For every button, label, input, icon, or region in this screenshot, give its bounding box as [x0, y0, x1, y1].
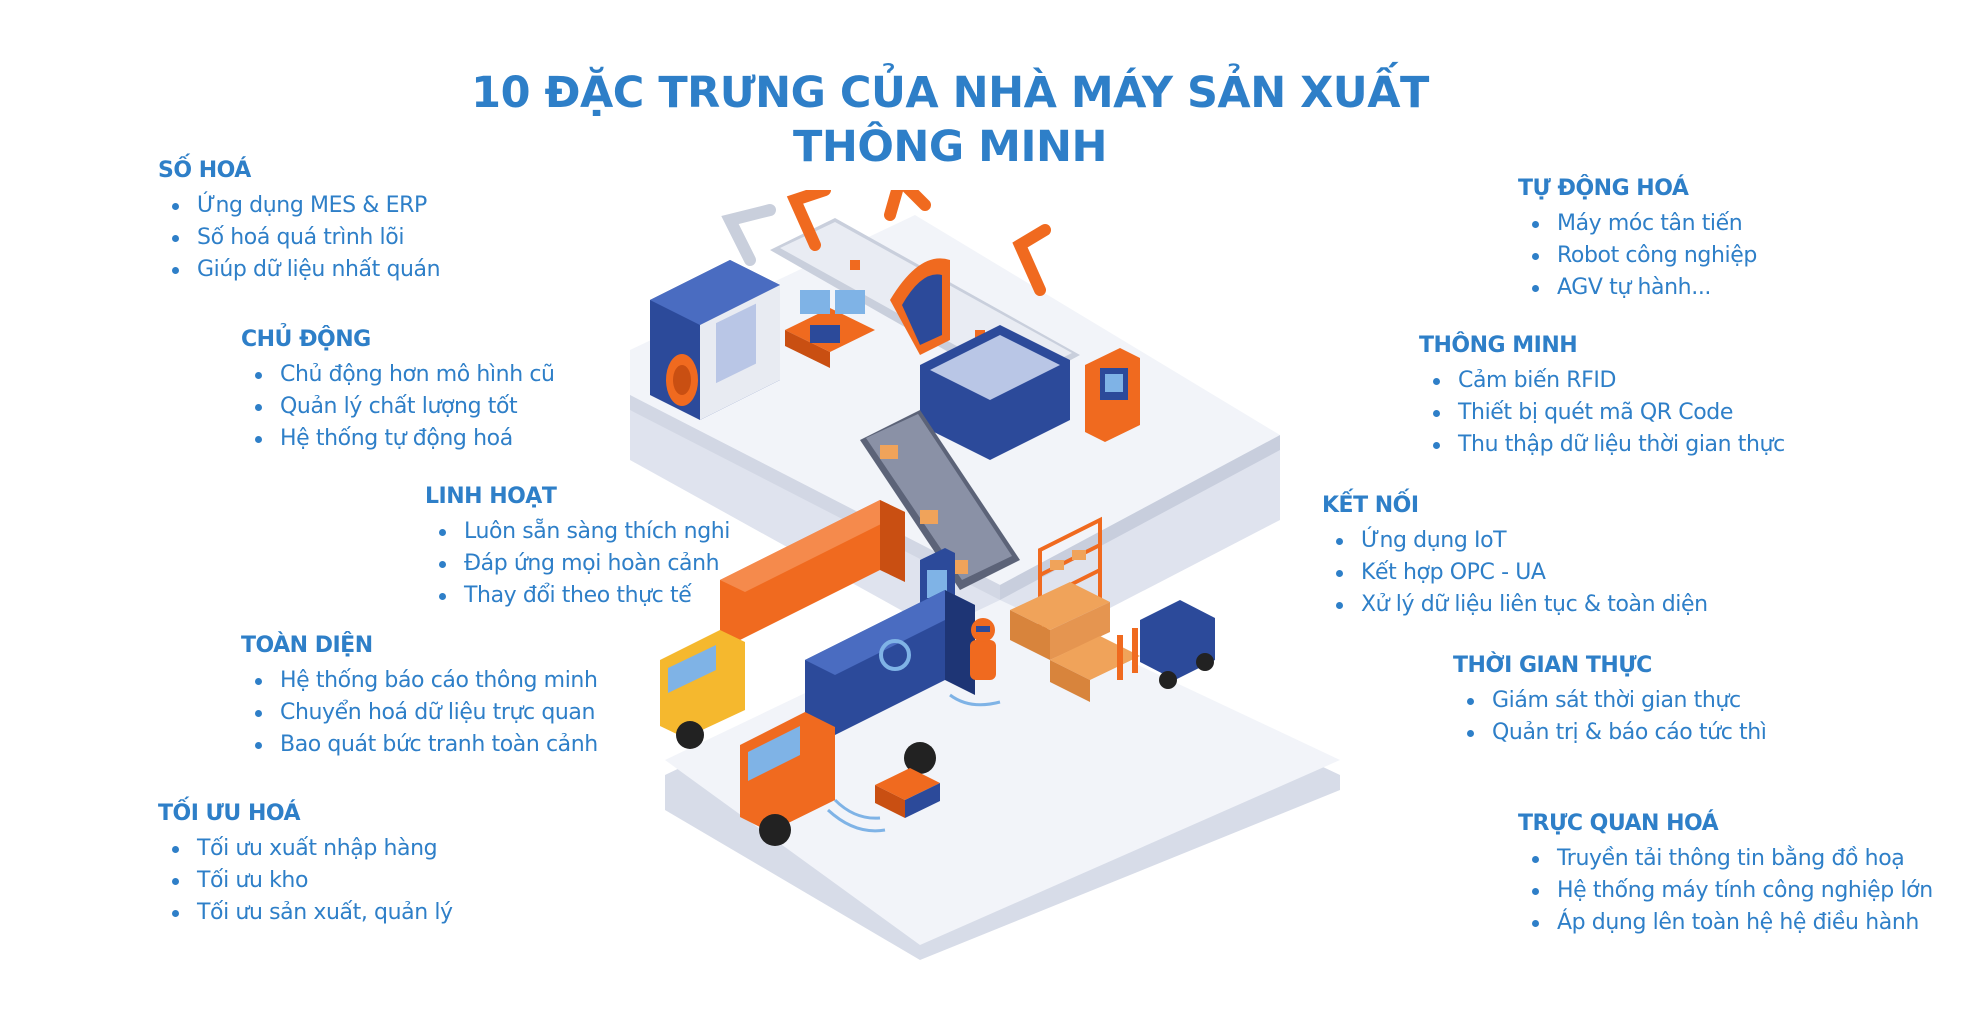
feature-item: Luôn sẵn sàng thích nghi — [425, 516, 730, 548]
feature-tu-dong-hoa: TỰ ĐỘNG HOÁ Máy móc tân tiến Robot công … — [1518, 176, 1757, 304]
feature-heading: LINH HOẠT — [425, 484, 557, 509]
feature-item: Chuyển hoá dữ liệu trực quan — [241, 697, 598, 729]
operator-desk-icon — [785, 290, 875, 368]
feature-item: Áp dụng lên toàn hệ hệ điều hành — [1518, 907, 1933, 939]
tunnel-conveyor-icon — [860, 325, 1070, 590]
feature-heading: TỐI ƯU HOÁ — [158, 801, 301, 826]
control-panel-icon — [1085, 348, 1140, 442]
feature-item: Cảm biến RFID — [1419, 365, 1785, 397]
page-title-line2: THÔNG MINH — [793, 122, 1107, 172]
feature-list: Tối ưu xuất nhập hàng Tối ưu kho Tối ưu … — [158, 833, 453, 929]
feature-list: Chủ động hơn mô hình cũ Quản lý chất lượ… — [241, 359, 555, 455]
feature-list: Máy móc tân tiến Robot công nghiệp AGV t… — [1518, 208, 1757, 304]
feature-item: Tối ưu xuất nhập hàng — [158, 833, 453, 865]
feature-list: Truyền tải thông tin bằng đồ hoạ Hệ thốn… — [1518, 843, 1933, 939]
feature-item: Máy móc tân tiến — [1518, 208, 1757, 240]
feature-item: Chủ động hơn mô hình cũ — [241, 359, 555, 391]
feature-ket-noi: KẾT NỐI Ứng dụng IoT Kết hợp OPC - UA Xử… — [1322, 493, 1708, 621]
feature-heading: TRỰC QUAN HOÁ — [1518, 811, 1719, 836]
feature-item: Giúp dữ liệu nhất quán — [158, 254, 441, 286]
forklift-icon — [1117, 600, 1215, 689]
feature-item: Xử lý dữ liệu liên tục & toàn diện — [1322, 589, 1708, 621]
feature-list: Ứng dụng MES & ERP Số hoá quá trình lõi … — [158, 190, 441, 286]
feature-list: Luôn sẵn sàng thích nghi Đáp ứng mọi hoà… — [425, 516, 730, 612]
feature-item: Ứng dụng IoT — [1322, 525, 1708, 557]
feature-truc-quan-hoa: TRỰC QUAN HOÁ Truyền tải thông tin bằng … — [1518, 811, 1933, 939]
feature-toi-uu-hoa: TỐI ƯU HOÁ Tối ưu xuất nhập hàng Tối ưu … — [158, 801, 453, 929]
feature-item: Thay đổi theo thực tế — [425, 580, 730, 612]
feature-item: Thiết bị quét mã QR Code — [1419, 397, 1785, 429]
feature-toan-dien: TOÀN DIỆN Hệ thống báo cáo thông minh Ch… — [241, 633, 598, 761]
feature-item: Thu thập dữ liệu thời gian thực — [1419, 429, 1785, 461]
feature-item: Quản lý chất lượng tốt — [241, 391, 555, 423]
feature-list: Hệ thống báo cáo thông minh Chuyển hoá d… — [241, 665, 598, 761]
page-title: 10 ĐẶC TRƯNG CỦA NHÀ MÁY SẢN XUẤT THÔNG … — [0, 66, 1900, 174]
feature-heading: TỰ ĐỘNG HOÁ — [1518, 176, 1689, 201]
smart-factory-illustration — [630, 190, 1340, 960]
feature-list: Giám sát thời gian thực Quản trị & báo c… — [1453, 685, 1767, 749]
feature-linh-hoat: LINH HOẠT Luôn sẵn sàng thích nghi Đáp ứ… — [425, 484, 730, 612]
feature-item: AGV tự hành... — [1518, 272, 1757, 304]
feature-item: Robot công nghiệp — [1518, 240, 1757, 272]
feature-item: Hệ thống máy tính công nghiệp lớn — [1518, 875, 1933, 907]
feature-heading: THỜI GIAN THỰC — [1453, 653, 1652, 678]
robot-arm-icon — [721, 190, 1051, 296]
feature-item: Tối ưu sản xuất, quản lý — [158, 897, 453, 929]
feature-item: Tối ưu kho — [158, 865, 453, 897]
feature-item: Hệ thống báo cáo thông minh — [241, 665, 598, 697]
feature-item: Số hoá quá trình lõi — [158, 222, 440, 254]
truck-icon — [740, 590, 975, 846]
feature-item: Kết hợp OPC - UA — [1322, 557, 1708, 589]
feature-item: Hệ thống tự động hoá — [241, 423, 555, 455]
service-robot-icon — [949, 618, 1001, 707]
feature-heading: TOÀN DIỆN — [241, 633, 373, 658]
feature-item: Quản trị & báo cáo tức thì — [1453, 717, 1767, 749]
feature-heading: CHỦ ĐỘNG — [241, 327, 371, 352]
feature-item: Truyền tải thông tin bằng đồ hoạ — [1518, 843, 1933, 875]
cnc-machine-icon — [650, 260, 780, 420]
feature-chu-dong: CHỦ ĐỘNG Chủ động hơn mô hình cũ Quản lý… — [241, 327, 555, 455]
feature-thoi-gian-thuc: THỜI GIAN THỰC Giám sát thời gian thực Q… — [1453, 653, 1767, 749]
page-title-line1: 10 ĐẶC TRƯNG CỦA NHÀ MÁY SẢN XUẤT — [471, 68, 1429, 118]
feature-thong-minh: THÔNG MINH Cảm biến RFID Thiết bị quét m… — [1419, 333, 1785, 461]
scanner-arch-icon — [890, 258, 950, 355]
feature-list: Cảm biến RFID Thiết bị quét mã QR Code T… — [1419, 365, 1785, 461]
feature-so-hoa: SỐ HOÁ Ứng dụng MES & ERP Số hoá quá trì… — [158, 158, 441, 286]
feature-heading: KẾT NỐI — [1322, 493, 1419, 518]
feature-heading: THÔNG MINH — [1419, 333, 1578, 358]
feature-item: Giám sát thời gian thực — [1453, 685, 1766, 717]
feature-item: Đáp ứng mọi hoàn cảnh — [425, 548, 730, 580]
feature-list: Ứng dụng IoT Kết hợp OPC - UA Xử lý dữ l… — [1322, 525, 1708, 621]
agv-robot-icon — [826, 768, 940, 833]
feature-item: Ứng dụng MES & ERP — [158, 190, 440, 222]
feature-item: Bao quát bức tranh toàn cảnh — [241, 729, 598, 761]
feature-heading: SỐ HOÁ — [158, 158, 251, 183]
